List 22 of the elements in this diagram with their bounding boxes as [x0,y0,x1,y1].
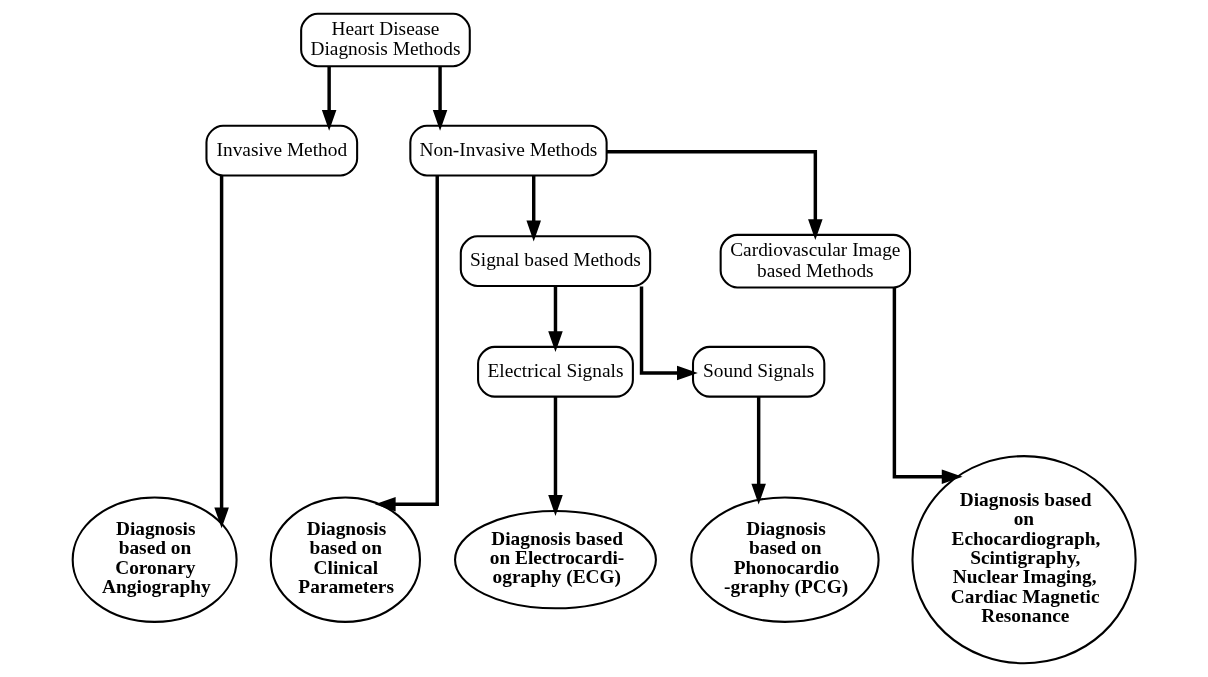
arrow [214,175,229,529]
node-box: Electrical Signals [477,345,634,398]
node-box: Invasive Method [205,124,359,177]
node-box: Cardiovascular Image based Methods [719,233,912,289]
node-circle: Diagnosis based on Echocardiograph, Scintigraphy, Nuclear Imaging, Cardiac Magnetic Resonance [911,455,1137,665]
node-box: Non-Invasive Methods [409,124,608,177]
arrow [548,396,563,516]
arrow [321,66,337,131]
arrow [751,396,766,505]
node-ellipse: Diagnosis based on Electrocardi- ography (ECG) [454,509,657,610]
arrow [548,286,563,352]
arrow [606,150,823,240]
node-box: Heart Disease Diagnosis Methods [300,12,471,68]
node-ellipse: Diagnosis based on Coronary Angiography [71,496,238,623]
node-box: Sound Signals [691,345,826,398]
node-ellipse: Diagnosis based on Phonocardio -graphy (PCG) [690,496,880,623]
arrow [639,286,698,381]
arrow [526,175,541,242]
node-box: Signal based Methods [459,235,652,288]
arrow [892,287,963,484]
arrow [432,66,448,131]
arrow [374,176,439,512]
